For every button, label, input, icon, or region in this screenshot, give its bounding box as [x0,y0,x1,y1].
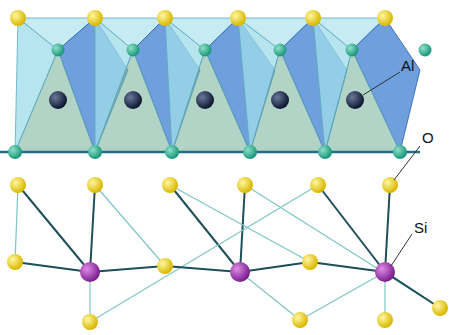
octahedron-face [95,50,172,152]
atom [271,91,289,109]
atom [230,10,246,26]
bond-line [170,185,310,262]
atom-label: Si [414,220,427,235]
atom [162,177,178,193]
atom [419,44,432,57]
atom [127,44,140,57]
atom [230,262,250,282]
leader-line [391,234,412,266]
atom [124,91,142,109]
octahedron-face [325,50,400,152]
atom [305,10,321,26]
atom [302,254,318,270]
atom [382,177,398,193]
bond-line [318,185,385,272]
atom [310,177,326,193]
bond-line [240,272,300,320]
atom [87,10,103,26]
atom [346,91,364,109]
atom [157,258,173,274]
layer-line [0,151,420,154]
bond-line [170,185,240,272]
atom [10,10,26,26]
atom [82,314,98,330]
atom [199,44,212,57]
octahedron-face [15,50,95,152]
atom [377,10,393,26]
atom [196,91,214,109]
octahedron-face [250,50,325,152]
atom [87,177,103,193]
atom [7,254,23,270]
atom [80,262,100,282]
leader-line [363,72,400,95]
atoms [7,10,448,330]
leader-lines [363,72,420,266]
bond-line [18,185,90,272]
atom [10,177,26,193]
bond-line [90,185,95,272]
atom [432,300,448,316]
bond-line [300,272,385,320]
bond-line [90,185,318,322]
atom-label: O [422,130,434,145]
atom [157,10,173,26]
atom-label: Al [401,58,414,73]
atom [49,91,67,109]
atom [8,145,22,159]
leader-line [394,146,420,180]
bond-line [240,185,245,272]
atom [165,145,179,159]
atom [237,177,253,193]
atom [292,312,308,328]
octahedron-face [172,50,250,152]
atom [243,145,257,159]
bond-line [385,185,390,272]
atom [377,312,393,328]
tetrahedra [15,185,440,322]
bond-line [15,262,440,308]
octahedra [15,18,420,152]
atom [52,44,65,57]
atom [318,145,332,159]
atom [393,145,407,159]
atom [88,145,102,159]
atom [274,44,287,57]
bond-line [95,185,165,266]
atom [346,44,359,57]
bond-line [15,185,18,262]
